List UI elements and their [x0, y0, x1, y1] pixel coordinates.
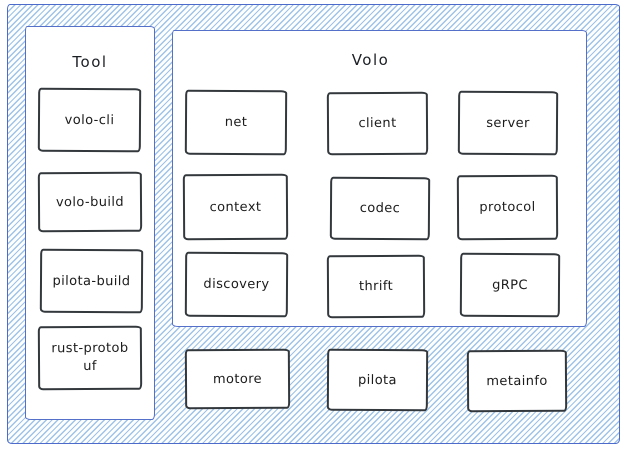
tool-panel-title: Tool [72, 53, 108, 71]
volo-box-codec: codec [329, 176, 431, 241]
bottom-box-motore: motore [184, 348, 291, 410]
volo-box-codec-label: codec [359, 200, 401, 217]
volo-box-net: net [184, 89, 288, 156]
volo-box-server: server [457, 90, 559, 156]
tool-box-rust-protobuf: rust-protobuf [37, 325, 143, 391]
tool-box-volo-build-label: volo-build [55, 194, 125, 210]
tool-box-pilota-build: pilota-build [39, 248, 144, 314]
volo-box-thrift-label: thrift [358, 278, 394, 295]
volo-box-context: context [182, 173, 289, 241]
volo-box-discovery-label: discovery [203, 276, 270, 293]
volo-box-client: client [326, 91, 429, 156]
volo-panel-title: Volo [351, 51, 390, 69]
tool-box-volo-cli: volo-cli [37, 87, 142, 153]
bottom-box-pilota-label: pilota [358, 372, 397, 388]
volo-box-net-label: net [224, 114, 248, 131]
volo-box-thrift: thrift [326, 254, 426, 319]
bottom-box-metainfo: metainfo [466, 349, 568, 413]
bottom-box-motore-label: motore [212, 371, 263, 387]
volo-box-discovery: discovery [184, 251, 289, 318]
volo-box-protocol: protocol [456, 174, 559, 241]
volo-box-client-label: client [358, 115, 397, 132]
tool-box-rust-protobuf-label: rust-protobuf [51, 341, 129, 375]
volo-box-server-label: server [486, 115, 530, 131]
volo-box-grpc: gRPC [459, 252, 561, 318]
volo-box-grpc-label: gRPC [492, 277, 528, 293]
tool-box-volo-build: volo-build [37, 171, 143, 233]
tool-box-volo-cli-label: volo-cli [64, 112, 115, 128]
tool-box-pilota-build-label: pilota-build [52, 273, 131, 289]
volo-box-protocol-label: protocol [479, 199, 536, 216]
volo-box-context-label: context [209, 199, 262, 215]
bottom-box-metainfo-label: metainfo [486, 373, 548, 389]
bottom-box-pilota: pilota [326, 348, 429, 412]
